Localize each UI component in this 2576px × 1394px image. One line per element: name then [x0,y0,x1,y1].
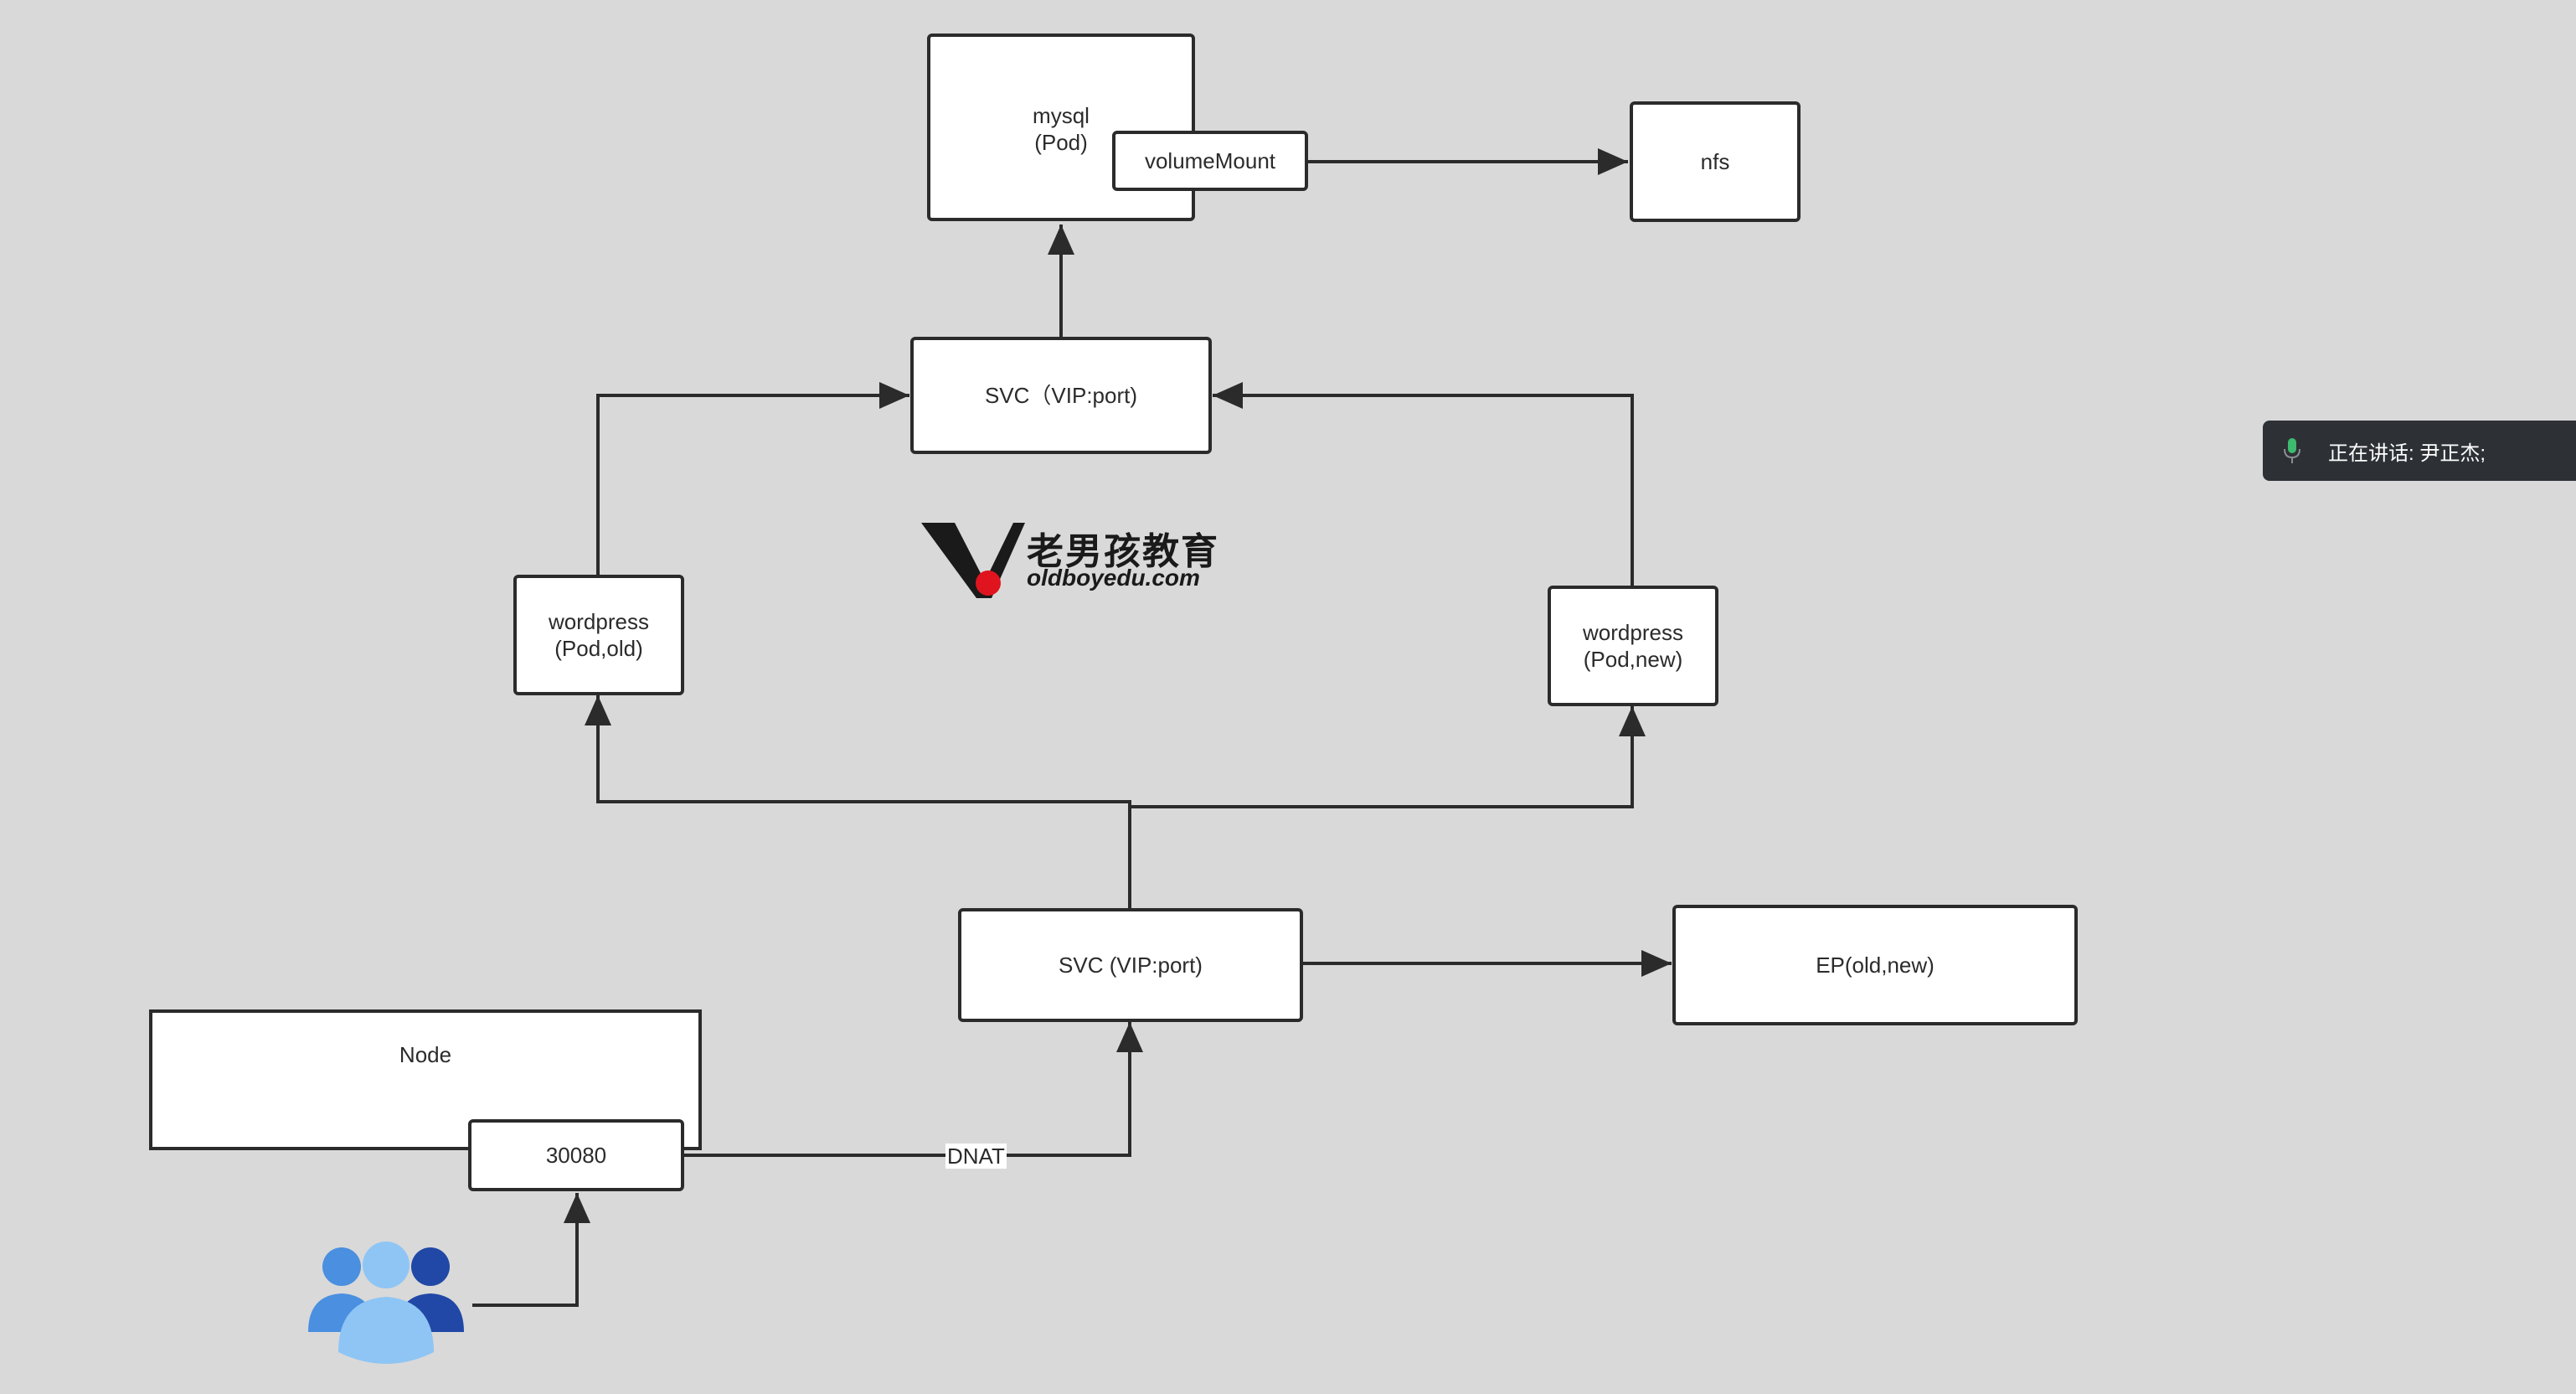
wordpress-new-box[interactable]: wordpress (Pod,new) [1548,586,1718,706]
nfs-box[interactable]: nfs [1630,101,1801,222]
edge-svc-bottom-to-wp-old [585,695,1131,908]
speaking-indicator-bar: 正在讲话: 尹正杰; [2263,421,2576,481]
ep-box[interactable]: EP(old,new) [1672,905,2078,1025]
node-port-box[interactable]: 30080 [468,1119,684,1191]
logo-chinese-text: 老男孩教育 [1027,530,1219,573]
wordpress-old-box[interactable]: wordpress (Pod,old) [513,575,684,695]
svc-bottom-box[interactable]: SVC (VIP:port) [958,908,1303,1022]
edge-svc-bottom-to-wp-new [1130,706,1646,808]
edge-nodeport-to-svc-dnat [683,1022,1143,1157]
speaking-indicator-text: 正在讲话: 尹正杰; [2328,441,2486,465]
oldboyedu-logo: 老男孩教育 oldboyedu.com [921,521,1223,605]
edge-users-to-nodeport [472,1193,590,1307]
users-icon [308,1242,464,1364]
volume-mount-box[interactable]: volumeMount [1112,131,1308,191]
logo-mark [921,523,1025,598]
dnat-label: DNAT [945,1144,1007,1169]
mysql-pod-box[interactable]: mysql (Pod) [927,34,1195,221]
edge-wp-new-to-svc [1213,382,1634,586]
logo-english-text: oldboyedu.com [1027,565,1200,591]
edge-wp-old-to-svc [596,382,909,576]
svc-top-box[interactable]: SVC（VIP:port) [910,337,1212,454]
microphone-icon [2284,438,2300,463]
